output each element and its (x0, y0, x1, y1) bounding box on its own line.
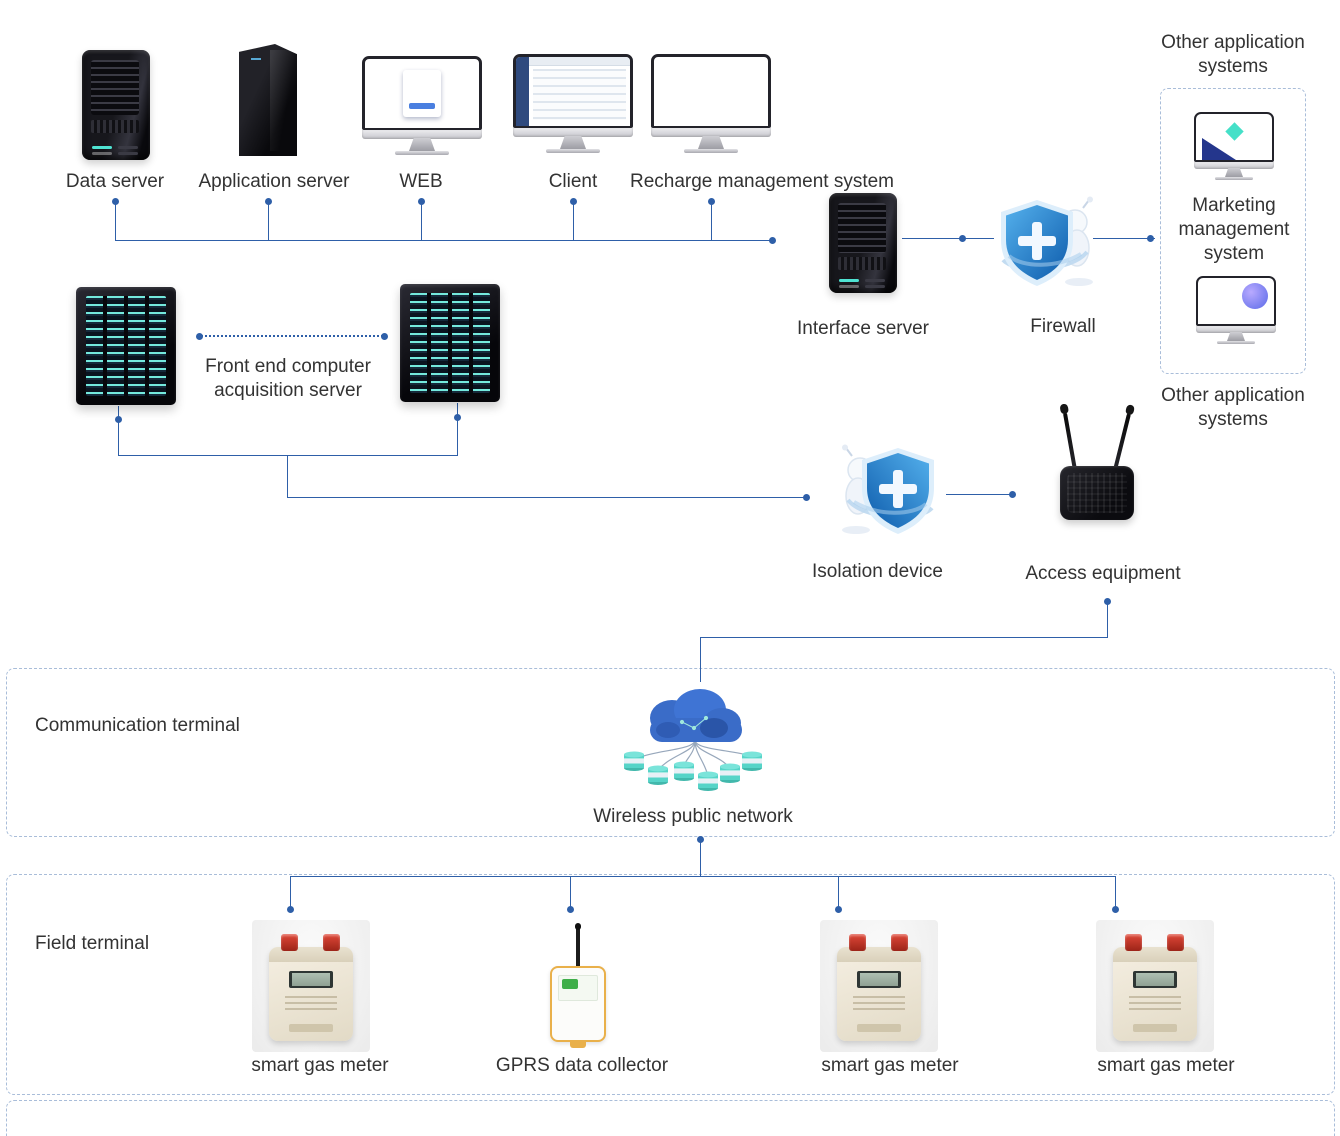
connector-dot (834, 905, 842, 913)
connector-line (118, 455, 458, 456)
firewall-shield-icon (993, 196, 1097, 303)
connector-dot (1008, 490, 1016, 498)
gprs-data-collector-label: GPRS data collector (495, 1055, 669, 1076)
smart-gas-meter-icon (1096, 920, 1214, 1052)
web-monitor-icon (362, 56, 482, 155)
recharge-management-system-label: Recharge management system (629, 171, 894, 192)
connector-dot (707, 197, 715, 205)
client-label: Client (548, 171, 598, 192)
gprs-data-collector-icon (538, 922, 618, 1052)
connector-line (287, 455, 288, 498)
connector-line (1093, 238, 1155, 239)
other-application-systems-top-label: Other application systems (1161, 32, 1305, 77)
front-end-server-rack-icon (76, 287, 176, 405)
data-server-label: Data server (65, 171, 165, 192)
recharge-system-monitor-icon (651, 54, 771, 153)
connector-dot (958, 234, 966, 242)
connector-line (700, 637, 1108, 638)
connector-dot (453, 413, 461, 421)
connector-dot (1103, 597, 1111, 605)
isolation-device-shield-icon (838, 444, 942, 551)
communication-terminal-section (6, 668, 1335, 837)
field-terminal-section (6, 874, 1335, 1095)
connector-dot (111, 197, 119, 205)
field-terminal-label: Field terminal (35, 933, 150, 954)
firewall-label: Firewall (1030, 316, 1096, 337)
smart-gas-meter-label: smart gas meter (251, 1055, 389, 1076)
connector-line (457, 403, 458, 456)
access-equipment-label: Access equipment (1025, 563, 1181, 584)
connector-line (711, 204, 712, 240)
front-end-acquisition-server-label: Front end computer acquisition server (205, 356, 371, 401)
wireless-network-cloud-icon (616, 680, 774, 803)
interface-server-icon (829, 193, 897, 293)
connector-dot (417, 197, 425, 205)
data-server-icon (82, 50, 150, 160)
smart-gas-meter-icon (820, 920, 938, 1052)
smart-gas-meter-icon (252, 920, 370, 1052)
marketing-system-monitor-icon (1194, 112, 1274, 180)
connector-line (421, 204, 422, 240)
connector-dot (1146, 234, 1154, 242)
application-server-label: Application server (198, 171, 350, 192)
marketing-management-system-label: Marketing management system (1178, 195, 1290, 264)
connector-dot (768, 236, 776, 244)
isolation-device-label: Isolation device (812, 561, 943, 582)
connector-line (838, 876, 839, 909)
connector-dot (264, 197, 272, 205)
other-system-monitor-icon (1196, 276, 1276, 344)
connector-line (290, 876, 1115, 877)
connector-line (268, 204, 269, 240)
bottom-section (6, 1100, 1335, 1136)
other-application-systems-bottom-label: Other application systems (1161, 385, 1305, 430)
connector-line (902, 238, 994, 239)
connector-line (1107, 601, 1108, 638)
connector-dot (1111, 905, 1119, 913)
other-application-systems-box (1160, 88, 1306, 374)
connector-dot (569, 197, 577, 205)
wireless-public-network-label: Wireless public network (593, 806, 793, 827)
access-equipment-icon (1060, 406, 1134, 520)
connector-dot (566, 905, 574, 913)
connector-line (1115, 876, 1116, 909)
connector-dot (286, 905, 294, 913)
connector-line (946, 494, 1013, 495)
smart-gas-meter-label: smart gas meter (1097, 1055, 1235, 1076)
rack-link-dotted-line (198, 335, 386, 337)
connector-line (115, 204, 116, 240)
smart-gas-meter-label: smart gas meter (821, 1055, 959, 1076)
front-end-server-rack-icon (400, 284, 500, 402)
connector-line (290, 876, 291, 909)
connector-line (700, 637, 701, 682)
web-label: WEB (399, 171, 443, 192)
interface-server-label: Interface server (797, 318, 929, 339)
connector-dot (696, 835, 704, 843)
connector-line (700, 837, 701, 877)
client-monitor-icon (513, 54, 633, 153)
communication-terminal-label: Communication terminal (35, 715, 240, 736)
connector-dot (802, 493, 810, 501)
connector-line (287, 497, 807, 498)
connector-line (573, 204, 574, 240)
application-server-icon (239, 44, 297, 156)
connector-dot (114, 415, 122, 423)
connector-line (570, 876, 571, 909)
connector-line (118, 406, 119, 456)
connector-line (115, 240, 773, 241)
